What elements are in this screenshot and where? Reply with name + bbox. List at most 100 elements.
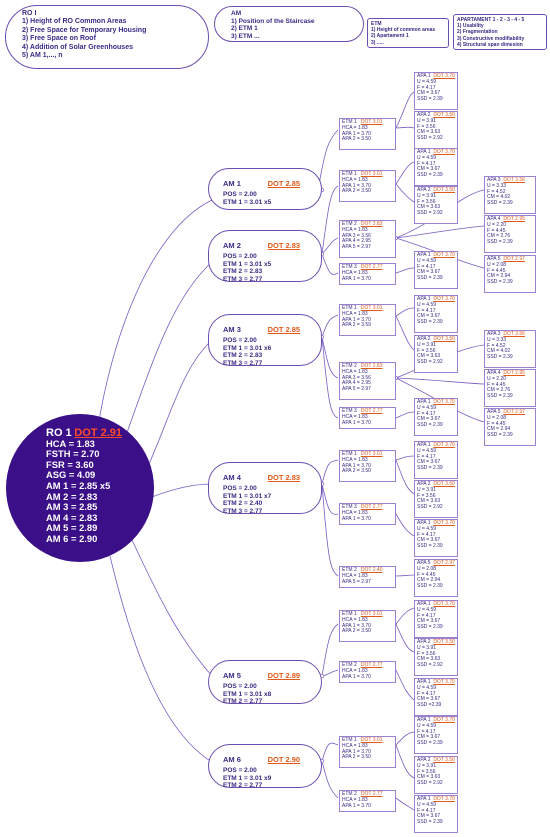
am-line: POS = 2.00 [223, 337, 257, 344]
am-node: AM 4 DOT 2.83 POS = 2.00 ETM 1 = 3.01 x7… [208, 462, 322, 515]
apa-line: CM = 3.63 [417, 204, 441, 211]
etm-line: APA 1 = 3.70 [342, 419, 371, 426]
legend-etm-item: 1) Height of common areas [371, 27, 436, 34]
etm-node: ETM 3 DOT 2.77 HCA = 1.83 APA 1 = 3.70 [339, 263, 396, 285]
apa-line: U = 4.59 [417, 404, 437, 411]
etm-dot: DOT 3.01 [360, 305, 383, 311]
apa-node: APA 1 DOT 3.70 U = 4.59 F = 4.17 CM = 3.… [414, 251, 458, 289]
apa-dot: DOT 3.50 [433, 639, 455, 645]
etm-line: APA 3 = 3.56 [342, 232, 371, 239]
etm-header: ETM 3 DOT 2.77 [342, 504, 393, 511]
apa-header: APA 1 DOT 3.70 [417, 149, 455, 156]
etm-line: HCA = 1.83 [342, 616, 368, 623]
legend-ro-item: 3) Free Space on Roof [22, 35, 96, 42]
apa-title: APA 1 [417, 796, 431, 802]
etm-line: HCA = 1.83 [342, 269, 368, 276]
apa-title: APA 5 [417, 560, 431, 566]
apa-node: APA 1 DOT 3.70 U = 4.59 F = 4.17 CM = 3.… [414, 398, 458, 436]
apa-line: SSD =2.39 [417, 702, 442, 709]
legend-etm: ETM 1) Height of common areas 2) Apartam… [367, 18, 449, 48]
am-line: ETM 3 = 2.77 [223, 275, 263, 283]
apa-line: F = 4.17 [417, 531, 436, 538]
apa-line: U = 4.59 [417, 525, 437, 532]
am-line: POS = 2.00 [223, 767, 257, 774]
etm-header: ETM 2 DOT 2.77 [342, 791, 393, 798]
etm-line: HCA = 1.83 [342, 413, 368, 420]
apa-node: APA 1 DOT 3.70 U = 4.59 F = 4.17 CM = 3.… [414, 295, 458, 333]
apa-header: APA 1 DOT 3.70 [417, 442, 455, 449]
apa-title: APA 1 [417, 601, 431, 607]
etm-dot: DOT 2.77 [360, 408, 383, 414]
apa-header: APA 4 DOT 2.95 [487, 370, 533, 377]
apa-line: F = 4.17 [417, 263, 436, 270]
legend-ro-item: 2) Free Space for Temporary Housing [22, 26, 147, 34]
apa-line: SSD = 2.39 [487, 354, 513, 361]
etm-dot: DOT 3.01 [360, 737, 383, 743]
etm-node: ETM 2 DOT 2.83 HCA = 1.83 APA 3 = 3.56 A… [339, 362, 396, 400]
am-dot: DOT 2.83 [267, 241, 301, 250]
ro1-line: AM 2 = 2.83 [46, 490, 98, 502]
etm-line: APA 1 = 3.70 [342, 130, 371, 137]
etm-line: APA 3 = 3.56 [342, 374, 371, 381]
apa-line: CM = 3.63 [417, 498, 441, 505]
ro1-line: FSTH = 2.70 [46, 448, 100, 460]
apa-header: APA 1 DOT 3.70 [417, 296, 455, 303]
am-node: AM 3 DOT 2.85 POS = 2.00 ETM 1 = 3.01 x6… [208, 314, 322, 367]
am-line: ETM 1 = 3.01 x7 [223, 492, 272, 500]
apa-line: CM = 3.67 [417, 269, 441, 276]
apa-line: F = 3.56 [417, 198, 436, 205]
am-title: AM 5 [223, 671, 241, 680]
am-line: ETM 1 = 3.01 x6 [223, 344, 272, 352]
etm-line: APA 2 = 3.50 [342, 188, 371, 195]
apa-node: APA 1 DOT 3.70 U = 4.59 F = 4.17 CM = 3.… [414, 148, 458, 186]
apa-line: SSD = 2.39 [487, 279, 513, 286]
legend-etm-item: 2) Apartament 1 [371, 33, 409, 40]
etm-title: ETM 3 [342, 504, 357, 510]
apa-node: APA 2 DOT 3.50 U = 3.91 F = 3.56 CM = 3.… [414, 756, 458, 794]
apa-line: CM = 3.63 [417, 129, 441, 136]
etm-title: ETM 2 [342, 363, 357, 369]
apa-dot: DOT 3.70 [433, 717, 455, 723]
apa-title: APA 2 [417, 336, 431, 342]
apa-line: U = 3.91 [417, 341, 437, 348]
etm-header: ETM 1 DOT 3.01 [342, 305, 393, 312]
apa-line: U = 2.08 [417, 565, 437, 572]
etm-line: HCA = 1.83 [342, 124, 368, 131]
etm-line: APA 1 = 3.70 [342, 182, 371, 189]
apa-dot: DOT 3.70 [433, 520, 455, 526]
apa-line: CM = 3.67 [417, 537, 441, 544]
apa-line: F = 4.45 [487, 381, 506, 388]
apa-line: SSD = 2.39 [417, 96, 443, 103]
apa-line: SSD = 2.92 [417, 135, 443, 142]
apa-line: U = 4.59 [417, 801, 437, 808]
apa-title: APA 1 [417, 399, 431, 405]
apa-title: APA 2 [417, 639, 431, 645]
legend-apartament-title: APARTAMENT 1 - 2 - 3 - 4 - 5 [457, 17, 525, 23]
apa-line: SSD = 2.39 [417, 465, 443, 472]
apa-dot: DOT 3.50 [433, 757, 455, 763]
apa-node: APA 2 DOT 3.50 U = 3.91 F = 3.56 CM = 3.… [414, 335, 458, 373]
legend-apartament-item: 4) Structural span dimesion [457, 41, 523, 48]
apa-line: F = 4.17 [417, 307, 436, 314]
legend-am-item: 1) Position of the Staircase [231, 17, 315, 25]
apa-line: U = 2.20 [487, 221, 507, 228]
etm-title: ETM 2 [342, 791, 357, 797]
etm-line: APA 1 = 3.70 [342, 748, 371, 755]
apa-line: U = 4.59 [417, 447, 437, 454]
apa-header: APA 1 DOT 3.70 [417, 399, 455, 406]
apa-title: APA 1 [417, 73, 431, 79]
legend-ro-item: 5) AM 1,..., n [22, 52, 63, 59]
etm-header: ETM 2 DOT 2.83 [342, 363, 393, 370]
etm-title: ETM 1 [342, 737, 357, 743]
legend-am-title: AM [231, 10, 242, 17]
ro1-line: AM 4 = 2.83 [46, 511, 98, 523]
etm-dot: DOT 2.77 [360, 504, 383, 510]
apa-node: APA 4 DOT 2.95 U = 2.20 F = 4.45 CM = 2.… [484, 369, 536, 407]
apa-header: APA 5 DOT 2.97 [487, 409, 533, 416]
apa-line: CM = 2.76 [487, 387, 511, 394]
etm-header: ETM 2 DOT 2.83 [342, 221, 393, 228]
ro1-line: AM 6 = 2.90 [46, 532, 98, 544]
etm-title: ETM 2 [342, 567, 357, 573]
apa-line: U = 3.91 [417, 486, 437, 493]
apa-line: F = 4.17 [417, 612, 436, 619]
